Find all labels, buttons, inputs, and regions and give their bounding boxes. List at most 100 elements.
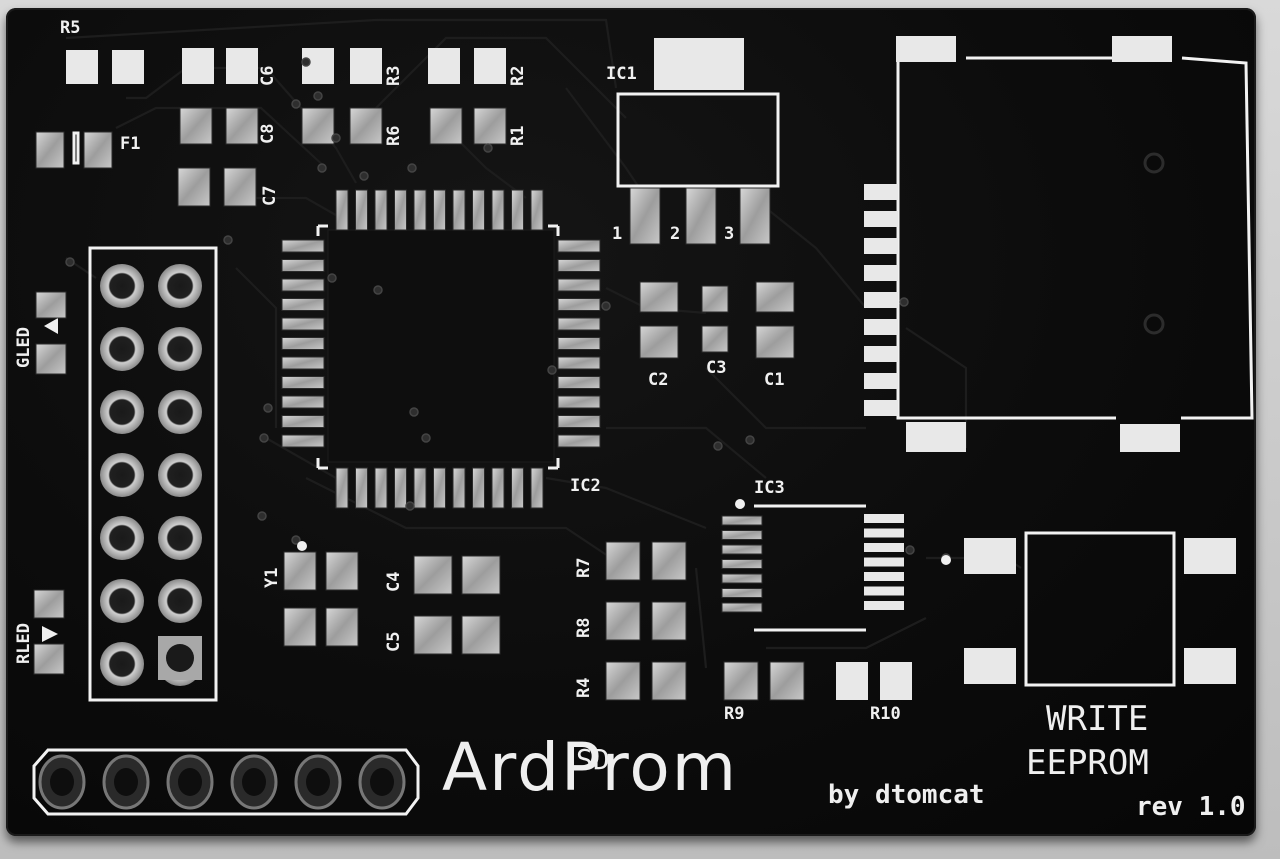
header-hole: [158, 579, 202, 623]
via: [601, 301, 611, 311]
via: [407, 163, 417, 173]
label-r4: R4: [574, 677, 594, 698]
via: [745, 435, 755, 445]
ic2-pin: [530, 189, 544, 231]
via: [483, 143, 493, 153]
ic1-outline: [616, 92, 780, 188]
label-ic3: IC3: [754, 478, 785, 498]
bottom-header-outline: [32, 748, 420, 816]
ic2-pin: [281, 356, 325, 370]
ic2-pin: [511, 189, 524, 231]
ic2-pin: [281, 415, 325, 428]
sd-card-pin: [864, 211, 898, 227]
label-r8: R8: [574, 617, 594, 638]
via: [313, 91, 323, 101]
header-hole: [158, 327, 202, 371]
pcb-board: R5 F1 C6 C8 C7 R3 R6 R2 R1 IC1 1 2 3 C2 …: [6, 8, 1256, 836]
sd-card-pin: [864, 400, 898, 416]
ic2-pin: [530, 467, 544, 509]
sd-card-pin: [864, 265, 898, 281]
ic2-pin: [355, 189, 368, 231]
via: [301, 57, 311, 67]
ic2-pin: [491, 467, 505, 509]
ic2-pin: [557, 298, 601, 311]
label-r10: R10: [870, 704, 901, 724]
via: [331, 133, 341, 143]
ic3-pin: [864, 601, 904, 610]
ic2-pin: [557, 395, 601, 409]
ic2-pin: [335, 189, 349, 231]
ic2-pin: [452, 189, 466, 231]
smd-pads: [33, 36, 1236, 701]
ic2-pin: [281, 337, 325, 350]
via: [373, 285, 383, 295]
header-hole: [100, 642, 144, 686]
via: [547, 365, 557, 375]
sd-card-pin: [864, 319, 898, 335]
via: [899, 297, 909, 307]
label-y1: Y1: [262, 567, 282, 588]
via: [421, 433, 431, 443]
ic2-pin: [557, 317, 601, 331]
label-c1: C1: [764, 370, 785, 390]
sd-card-pin: [864, 346, 898, 362]
board-title: ArdProm: [442, 729, 739, 806]
via: [259, 433, 269, 443]
ic2-pin: [281, 259, 325, 272]
ic3-pin: [864, 528, 904, 538]
label-r7: R7: [574, 557, 594, 578]
label-r1: R1: [508, 125, 528, 146]
ic2-pin: [394, 189, 407, 231]
ic2-pin: [281, 376, 325, 389]
ic2-pin: [557, 278, 601, 292]
sd-card-pin: [864, 292, 898, 308]
write-label-line1: WRITE: [1046, 699, 1149, 739]
header-hole: [158, 453, 202, 497]
via: [327, 273, 337, 283]
via: [905, 545, 915, 555]
ic2-pin: [557, 376, 601, 389]
header-hole: [100, 264, 144, 308]
label-pin1: 1: [612, 224, 623, 244]
ic2-pin: [281, 298, 325, 311]
header-hole: [100, 390, 144, 434]
ic2-pin: [433, 467, 446, 509]
ic2-pin: [281, 395, 325, 409]
ic3-pin: [721, 530, 763, 540]
ic2-pin: [511, 467, 524, 509]
ic2-pin: [472, 189, 485, 231]
ic2-pin: [374, 189, 388, 231]
button-outline: [1024, 531, 1176, 687]
ic2-pin: [413, 467, 427, 509]
via: [65, 257, 75, 267]
ic3-pin: [864, 586, 904, 596]
header-hole: [100, 327, 144, 371]
label-r2: R2: [508, 65, 528, 86]
label-r9: R9: [724, 704, 745, 724]
ic3-pin: [721, 559, 763, 569]
ic2-pin: [355, 467, 368, 509]
label-f1: F1: [120, 134, 141, 154]
via: [317, 163, 327, 173]
ic2-pin: [281, 278, 325, 292]
label-r5: R5: [60, 18, 81, 38]
label-c6: C6: [258, 65, 278, 86]
ic2-pin: [281, 434, 325, 448]
ic2-pin: [413, 189, 427, 231]
ic2-pin: [281, 317, 325, 331]
ic2-pin: [335, 467, 349, 509]
pcb-artwork: [32, 18, 1254, 816]
label-pin3: 3: [724, 224, 735, 244]
header-hole: [100, 453, 144, 497]
label-c4: C4: [384, 571, 404, 592]
ic2-pin: [557, 356, 601, 370]
ic2-pin: [433, 189, 446, 231]
board-byline: by dtomcat: [828, 780, 985, 810]
label-c3: C3: [706, 358, 727, 378]
label-gled: GLED: [14, 327, 34, 368]
board-revision: rev 1.0: [1136, 792, 1246, 822]
via: [263, 403, 273, 413]
ic3-pin: [864, 514, 904, 523]
header-hole: [158, 390, 202, 434]
